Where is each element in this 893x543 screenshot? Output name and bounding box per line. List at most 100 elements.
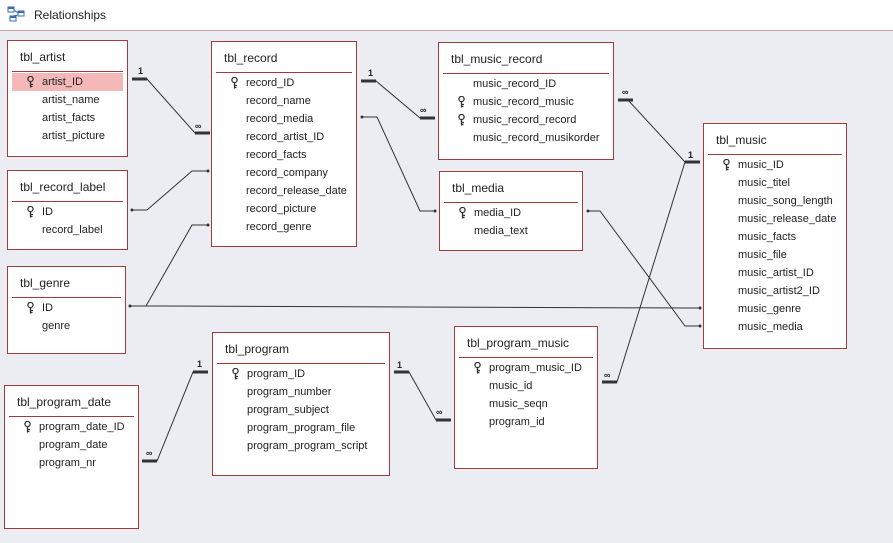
field-row[interactable]: record_ID bbox=[216, 74, 352, 92]
table-header-divider bbox=[708, 154, 842, 155]
relationships-canvas[interactable]: 1 ∞ 1 ∞ ∞ 1 1 ∞ 1 ∞ ∞ tbl_artist artist_… bbox=[0, 31, 893, 543]
field-row[interactable]: music_facts bbox=[708, 228, 842, 246]
table-header-divider bbox=[217, 363, 385, 364]
table-title: tbl_record_label bbox=[20, 180, 106, 194]
field-row[interactable]: program_program_file bbox=[217, 419, 385, 437]
relationship-genre-music-genre bbox=[146, 305, 700, 309]
field-row[interactable]: music_release_date bbox=[708, 210, 842, 228]
field-row[interactable]: music_seqn bbox=[459, 395, 593, 413]
field-row[interactable]: music_titel bbox=[708, 174, 842, 192]
primary-key-icon bbox=[26, 301, 35, 314]
field-row[interactable]: program_music_ID bbox=[459, 359, 593, 377]
table-tbl-genre[interactable]: tbl_genre ID genre bbox=[7, 266, 126, 354]
table-title: tbl_program_date bbox=[17, 395, 112, 409]
field-label: artist_facts bbox=[42, 112, 96, 124]
field-row[interactable]: music_record_music bbox=[443, 93, 609, 111]
field-row[interactable]: music_record_musikorder bbox=[443, 129, 609, 147]
field-row[interactable]: program_ID bbox=[217, 365, 385, 383]
field-row[interactable]: program_nr bbox=[9, 454, 134, 472]
field-row[interactable]: music_id bbox=[459, 377, 593, 395]
field-label: music_ID bbox=[738, 159, 784, 171]
field-list: ID genre bbox=[12, 299, 121, 335]
field-row[interactable]: program_date_ID bbox=[9, 418, 134, 436]
field-row[interactable]: record_genre bbox=[216, 218, 352, 236]
relationship-lines bbox=[128, 77, 702, 463]
field-row[interactable]: music_record_record bbox=[443, 111, 609, 129]
table-title: tbl_music bbox=[716, 133, 767, 147]
field-row[interactable]: artist_ID bbox=[12, 73, 123, 91]
field-label: ID bbox=[42, 302, 53, 314]
field-row[interactable]: artist_picture bbox=[12, 127, 123, 145]
field-row[interactable]: record_artist_ID bbox=[216, 128, 352, 146]
field-row[interactable]: record_facts bbox=[216, 146, 352, 164]
field-row[interactable]: music_artist_ID bbox=[708, 264, 842, 282]
field-label: music_file bbox=[738, 249, 787, 261]
field-row[interactable]: record_release_date bbox=[216, 182, 352, 200]
relationship-program-music-music bbox=[602, 161, 686, 383]
join-dot bbox=[130, 208, 134, 212]
table-header-divider bbox=[459, 357, 593, 358]
field-row[interactable]: program_date bbox=[9, 436, 134, 454]
field-row[interactable]: music_file bbox=[708, 246, 842, 264]
relationship-record-label-record bbox=[132, 170, 208, 211]
field-row[interactable]: program_subject bbox=[217, 401, 385, 419]
primary-key-icon bbox=[722, 158, 731, 171]
cardinality-many-label: ∞ bbox=[146, 448, 153, 458]
field-row[interactable]: ID bbox=[12, 203, 123, 221]
table-header-divider bbox=[12, 297, 121, 298]
table-header-divider bbox=[444, 202, 578, 203]
join-dot bbox=[698, 324, 702, 328]
table-header-divider bbox=[12, 71, 123, 72]
join-dot bbox=[360, 115, 364, 119]
field-row[interactable]: music_ID bbox=[708, 156, 842, 174]
field-row[interactable]: music_artist2_ID bbox=[708, 282, 842, 300]
join-dot bbox=[698, 306, 702, 310]
field-row[interactable]: program_program_script bbox=[217, 437, 385, 455]
cardinality-one-label: 1 bbox=[368, 68, 374, 78]
field-row[interactable]: music_record_ID bbox=[443, 75, 609, 93]
field-row[interactable]: record_media bbox=[216, 110, 352, 128]
field-label: record_genre bbox=[246, 221, 312, 233]
table-title: tbl_genre bbox=[20, 276, 71, 290]
field-label: artist_picture bbox=[42, 130, 105, 142]
cardinality-many-label: ∞ bbox=[604, 370, 611, 380]
field-row[interactable]: record_label bbox=[12, 221, 123, 239]
field-label: record_facts bbox=[246, 149, 307, 161]
table-title: tbl_artist bbox=[20, 50, 66, 64]
field-row[interactable]: genre bbox=[12, 317, 121, 335]
field-row[interactable]: media_text bbox=[444, 222, 578, 240]
field-row[interactable]: program_number bbox=[217, 383, 385, 401]
field-row[interactable]: music_genre bbox=[708, 300, 842, 318]
primary-key-icon bbox=[26, 205, 35, 218]
cardinality-many-label: ∞ bbox=[420, 105, 427, 115]
field-label: music_genre bbox=[738, 303, 801, 315]
field-row[interactable]: media_ID bbox=[444, 204, 578, 222]
field-row[interactable]: music_media bbox=[708, 318, 842, 336]
field-label: media_ID bbox=[474, 207, 522, 219]
field-row[interactable]: record_name bbox=[216, 92, 352, 110]
field-row[interactable]: program_id bbox=[459, 413, 593, 431]
field-row[interactable]: music_song_length bbox=[708, 192, 842, 210]
field-row[interactable]: record_picture bbox=[216, 200, 352, 218]
field-label: music_facts bbox=[738, 231, 797, 243]
field-label: program_program_script bbox=[247, 440, 368, 452]
field-row[interactable]: record_company bbox=[216, 164, 352, 182]
field-row[interactable]: ID bbox=[12, 299, 121, 317]
primary-key-icon bbox=[457, 113, 466, 126]
field-row[interactable]: artist_name bbox=[12, 91, 123, 109]
primary-key-icon bbox=[230, 76, 239, 89]
field-row[interactable]: artist_facts bbox=[12, 109, 123, 127]
